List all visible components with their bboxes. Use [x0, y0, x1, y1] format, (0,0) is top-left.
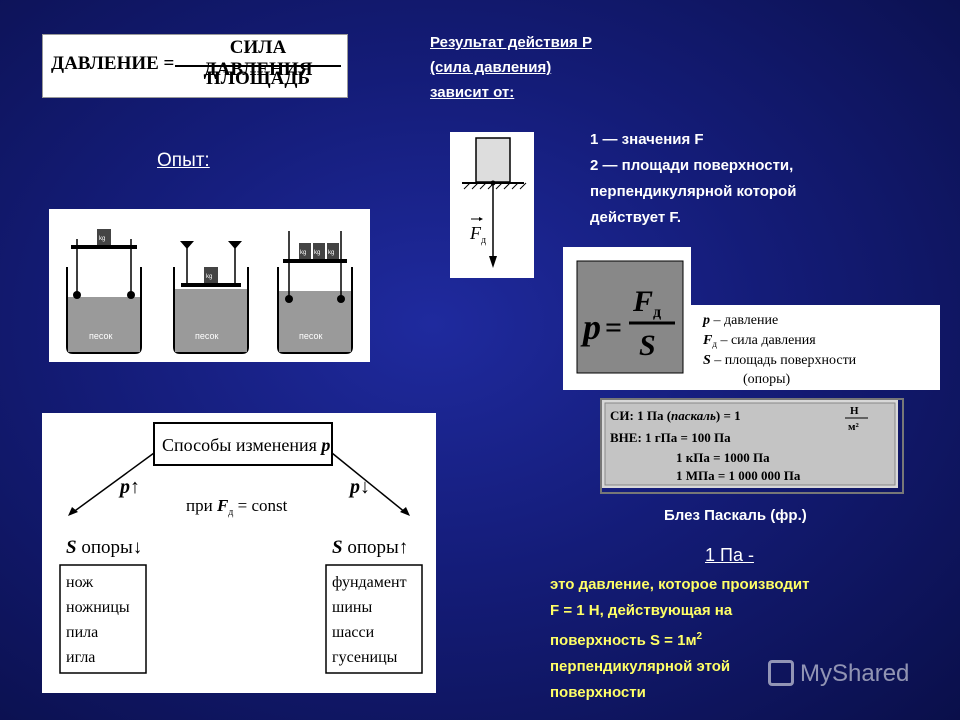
- watermark: MyShared: [768, 659, 909, 688]
- sand-experiment-figure: kg песок kg песок kg: [49, 209, 370, 362]
- svg-text:p – давление: p – давление: [702, 313, 778, 328]
- svg-text:д: д: [653, 304, 661, 321]
- result-line-1: Результат действия P: [430, 34, 592, 51]
- right-items-box: [325, 564, 423, 674]
- experiment-label: Опыт:: [157, 150, 210, 171]
- units-svg: СИ: 1 Па (паскаль) = 1 Н м² ВНЕ: 1 гПа =…: [602, 400, 898, 488]
- const-condition: при Fд = const: [186, 496, 288, 518]
- sand-label-2: песок: [195, 331, 218, 341]
- container-1: kg песок: [66, 229, 142, 354]
- pa-def-line-5: поверхности: [550, 684, 646, 701]
- formula-legend: p – давление Fд – сила давления S – площ…: [702, 313, 857, 387]
- svg-text:kg: kg: [328, 250, 334, 256]
- pascal-name: Блез Паскаль (фр.): [664, 507, 807, 524]
- surface-hatching: [463, 182, 527, 190]
- container-2: kg песок: [173, 241, 249, 354]
- unit-row-3: 1 МПа = 1 000 000 Па: [676, 468, 801, 483]
- weight-force-figure: F д: [450, 132, 534, 278]
- left-head: S опоры↓: [66, 537, 142, 558]
- svg-text:S – площадь поверхности: S – площадь поверхности: [703, 353, 857, 368]
- svg-text:kg: kg: [99, 236, 105, 242]
- left-item: ножницы: [66, 599, 130, 616]
- right-item: шасси: [332, 624, 375, 641]
- svg-text:Н: Н: [850, 405, 859, 417]
- formula-denominator: ПЛОЩАДЬ: [206, 68, 310, 89]
- right-item: гусеницы: [332, 649, 398, 666]
- svg-text:kg: kg: [314, 250, 320, 256]
- units-table: СИ: 1 Па (паскаль) = 1 Н м² ВНЕ: 1 гПа =…: [600, 398, 904, 494]
- svg-text:F: F: [632, 285, 653, 318]
- right-head: S опоры↑: [332, 537, 408, 558]
- svg-text:S: S: [639, 329, 656, 362]
- pressure-formula-figure: p = F д S p – давление Fд – сила давлени…: [563, 247, 940, 390]
- svg-text:kg: kg: [300, 250, 306, 256]
- force-arrowhead: [489, 256, 497, 268]
- p-decrease-label: p↓: [348, 476, 370, 498]
- left-item: пила: [66, 624, 98, 641]
- left-items-box: [59, 564, 147, 674]
- pressure-methods-figure: Способы изменения p p↑ p↓ при Fд = const…: [42, 413, 436, 693]
- dependency-item-3: перпендикулярной которой: [590, 183, 797, 200]
- dependency-item-2: 2 — площади поверхности,: [590, 157, 794, 174]
- force-label: F: [469, 223, 482, 243]
- formula-numerator: СИЛА ДАВЛЕНИЯ: [203, 37, 313, 80]
- pascal-definition: это давление, которое производит F = 1 Н…: [550, 572, 940, 706]
- result-line-3: зависит от:: [430, 84, 515, 101]
- svg-text:p: p: [580, 307, 601, 347]
- svg-text:(опоры): (опоры): [743, 372, 791, 387]
- word-formula: ДАВЛЕНИЕ = СИЛА ДАВЛЕНИЯ ПЛОЩАДЬ: [42, 34, 348, 98]
- pa-def-line-1: это давление, которое производит: [550, 576, 810, 593]
- svg-text:=: =: [605, 311, 622, 344]
- pressure-methods-svg: Способы изменения p p↑ p↓ при Fд = const…: [59, 422, 423, 674]
- sand-experiment-svg: kg песок kg песок kg: [66, 229, 353, 354]
- sand-label-3: песок: [299, 331, 322, 341]
- right-item: фундамент: [332, 574, 407, 591]
- dependency-item-1: 1 — значения F: [590, 131, 704, 148]
- myshared-logo-icon: [768, 659, 794, 686]
- right-item: шины: [332, 599, 372, 616]
- svg-text:Fд – сила давления: Fд – сила давления: [702, 333, 816, 349]
- dependency-item-4: действует F.: [590, 209, 682, 226]
- result-line-2: (сила давления): [430, 59, 552, 76]
- container-3: kg kg kg песок: [277, 231, 353, 354]
- arrow-left: [71, 452, 155, 514]
- svg-text:kg: kg: [206, 274, 212, 280]
- unit-row-2: 1 кПа = 1000 Па: [676, 450, 770, 465]
- si-unit-line: СИ: 1 Па (паскаль) = 1: [610, 408, 741, 423]
- pressure-formula-svg: p = F д S p – давление Fд – сила давлени…: [563, 247, 940, 390]
- svg-text:м²: м²: [848, 421, 859, 433]
- formula-panel: [576, 260, 684, 374]
- weight-block: [475, 137, 511, 183]
- sand-label-1: песок: [89, 331, 112, 341]
- pa-def-line-3: поверхность S = 1м2: [550, 631, 703, 649]
- left-item: нож: [66, 574, 94, 591]
- dependency-list: 1 — значения F 2 — площади поверхности, …: [590, 127, 796, 231]
- result-heading: Результат действия P (сила давления) зав…: [430, 30, 592, 105]
- formula-fraction-bar: [175, 65, 341, 67]
- methods-title-box: [153, 422, 333, 466]
- pascal-definition-title: 1 Па -: [705, 545, 754, 565]
- formula-lhs: ДАВЛЕНИЕ =: [51, 53, 175, 74]
- left-item: игла: [66, 649, 95, 666]
- pa-def-line-4: перпендикулярной этой: [550, 658, 731, 675]
- weight-force-svg: F д: [462, 137, 527, 268]
- force-sub: д: [481, 235, 486, 246]
- unit-row-1: ВНЕ: 1 гПа = 100 Па: [610, 430, 731, 445]
- p-increase-label: p↑: [118, 476, 140, 498]
- methods-title: Способы изменения p: [162, 435, 330, 455]
- pa-def-line-2: F = 1 Н, действующая на: [550, 602, 733, 619]
- arrow-right: [331, 452, 407, 514]
